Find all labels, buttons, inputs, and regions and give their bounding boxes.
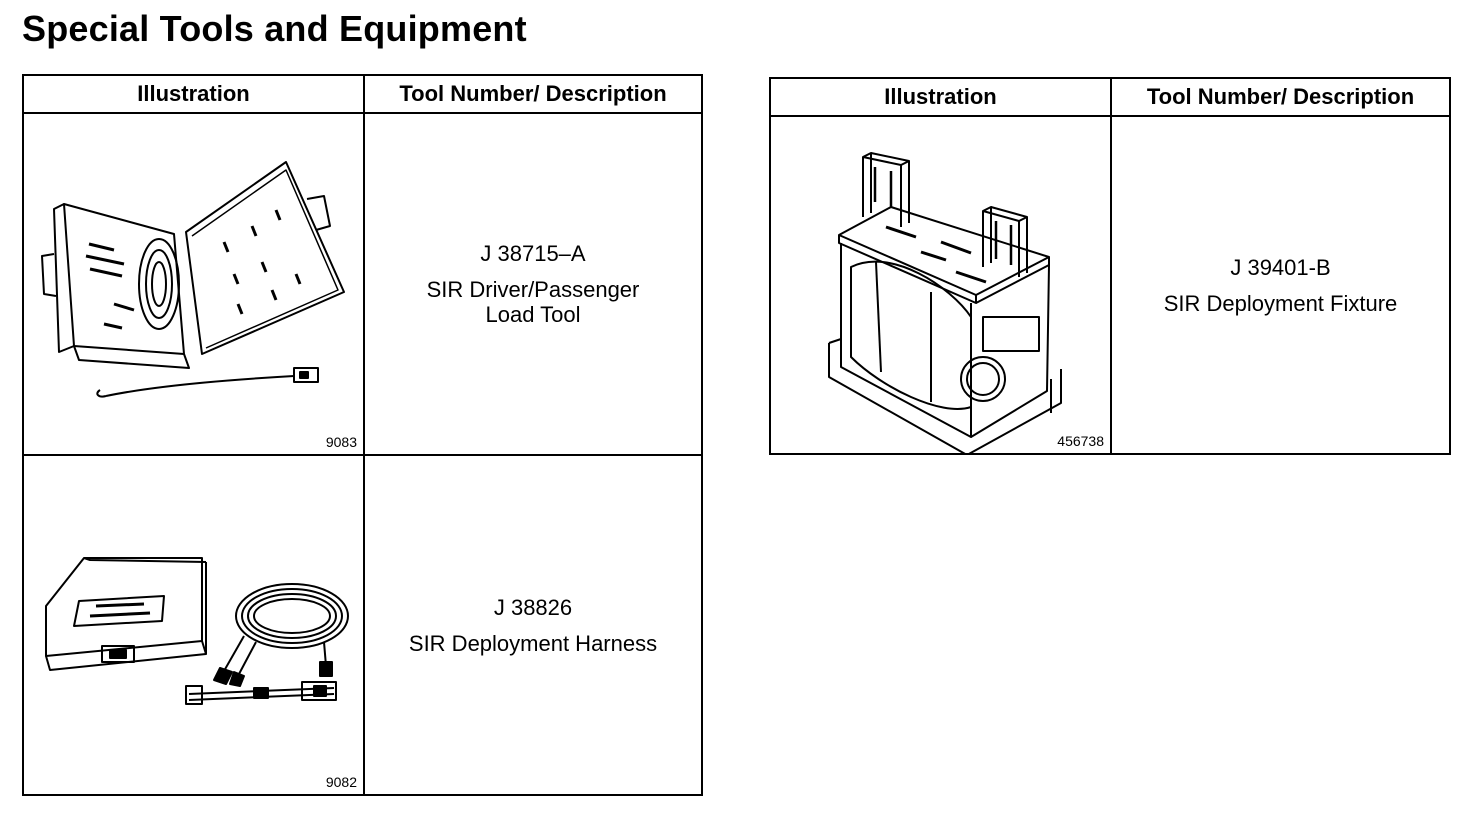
table-row: 456738 J 39401-B SIR Deployment Fixture: [769, 115, 1451, 455]
figure-number: 456738: [1057, 433, 1104, 449]
tool-number: J 38826: [493, 594, 573, 620]
table-row: 9082 J 38826 SIR Deployment Harness: [22, 454, 703, 796]
tool-description-cell: J 39401-B SIR Deployment Fixture: [1110, 115, 1451, 455]
table-row: 9083 J 38715–A SIR Driver/Passenger Load…: [22, 112, 703, 456]
table-header-row: Illustration Tool Number/ Description: [22, 74, 703, 114]
tool-description-cell: J 38826 SIR Deployment Harness: [363, 454, 703, 796]
illustration-cell: 9083: [22, 112, 365, 456]
page-title: Special Tools and Equipment: [22, 8, 527, 49]
tool-number: J 39401-B: [1230, 254, 1331, 280]
tool-description-cell: J 38715–A SIR Driver/Passenger Load Tool: [363, 112, 703, 456]
table-header-row: Illustration Tool Number/ Description: [769, 77, 1451, 117]
illustration-cell: 9082: [22, 454, 365, 796]
tools-table-left: Illustration Tool Number/ Description: [22, 74, 703, 796]
column-header-illustration: Illustration: [769, 77, 1112, 117]
figure-number: 9083: [325, 434, 357, 450]
tool-description: SIR Driver/Passenger Load Tool: [426, 277, 640, 327]
load-tool-case-icon: [41, 161, 345, 398]
figure-number: 9082: [325, 774, 357, 790]
deployment-fixture-icon: [828, 152, 1062, 455]
column-header-tool-number: Tool Number/ Description: [1110, 77, 1451, 117]
tool-number: J 38715–A: [480, 241, 586, 266]
tool-description: SIR Deployment Harness: [408, 630, 658, 656]
tools-table-right: Illustration Tool Number/ Description: [769, 77, 1451, 455]
column-header-tool-number: Tool Number/ Description: [363, 74, 703, 114]
column-header-illustration: Illustration: [22, 74, 365, 114]
deployment-harness-icon: [45, 557, 349, 705]
tool-description: SIR Deployment Fixture: [1163, 290, 1398, 316]
illustration-cell: 456738: [769, 115, 1112, 455]
